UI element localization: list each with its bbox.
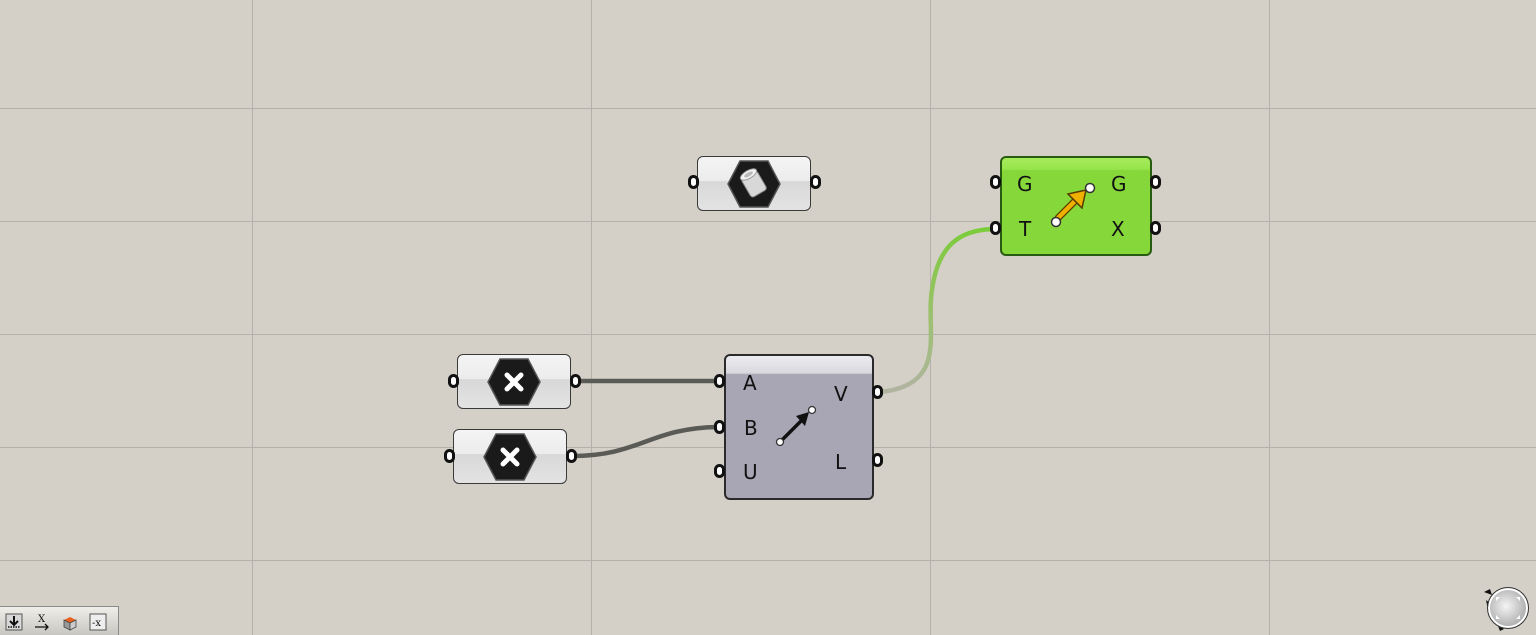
expression-x-arrow-icon: X xyxy=(35,614,49,631)
canvas-navigation-widget-icon xyxy=(1484,587,1529,631)
geometry-param-output-grip[interactable] xyxy=(810,175,821,189)
bake-button[interactable] xyxy=(4,612,24,632)
geometry-param-input-grip[interactable] xyxy=(688,175,699,189)
expression-button[interactable]: X xyxy=(32,612,52,632)
negate-x-icon: -x xyxy=(89,613,107,631)
grid-line xyxy=(0,334,1536,335)
move-input-t-grip[interactable] xyxy=(990,221,1001,235)
input-label-u: U xyxy=(743,460,758,484)
input-label-t: T xyxy=(1019,217,1032,241)
svg-text:-x: -x xyxy=(92,618,101,629)
input-label-b: B xyxy=(744,416,758,440)
number-param-b-output-grip[interactable] xyxy=(566,449,577,463)
geometry-param[interactable] xyxy=(697,156,811,211)
grid-line xyxy=(0,221,1536,222)
vector-input-u-grip[interactable] xyxy=(714,464,725,478)
input-label-a: A xyxy=(743,371,757,395)
preview-button[interactable] xyxy=(60,612,80,632)
move-component[interactable]: G T G X xyxy=(1000,156,1152,256)
preview-box-icon xyxy=(63,617,77,631)
move-output-x-grip[interactable] xyxy=(1150,221,1161,235)
output-label-g: G xyxy=(1111,172,1127,196)
grid-line xyxy=(1269,0,1270,635)
wire-numberB-to-vector xyxy=(571,424,719,459)
vector-input-a-grip[interactable] xyxy=(714,374,725,388)
grid-line xyxy=(930,0,931,635)
grid-line xyxy=(591,0,592,635)
move-input-g-grip[interactable] xyxy=(990,175,1001,189)
vector-output-v-grip[interactable] xyxy=(872,385,883,399)
number-x-icon xyxy=(483,433,537,481)
number-param-a[interactable] xyxy=(457,354,571,409)
canvas-toolbar: X -x xyxy=(0,606,119,635)
bake-download-icon xyxy=(5,613,23,631)
vector-2pt-component[interactable]: A B U V L xyxy=(724,354,874,500)
number-param-b-input-grip[interactable] xyxy=(444,449,455,463)
svg-text:X: X xyxy=(38,614,46,625)
wire-vector-to-move xyxy=(879,226,994,395)
output-label-l: L xyxy=(835,450,847,474)
number-param-a-input-grip[interactable] xyxy=(448,374,459,388)
move-output-g-grip[interactable] xyxy=(1150,175,1161,189)
number-x-icon xyxy=(487,358,541,406)
move-arrow-icon xyxy=(1050,182,1096,228)
output-label-v: V xyxy=(834,382,848,406)
grid-line xyxy=(252,0,253,635)
grid-line xyxy=(0,108,1536,109)
geometry-cylinder-icon xyxy=(727,160,781,208)
number-param-a-output-grip[interactable] xyxy=(570,374,581,388)
input-label-g: G xyxy=(1017,172,1033,196)
vector-input-b-grip[interactable] xyxy=(714,420,725,434)
vector-2pt-icon xyxy=(775,405,817,446)
output-label-x: X xyxy=(1111,217,1125,241)
grid-line xyxy=(0,560,1536,561)
vector-output-l-grip[interactable] xyxy=(872,453,883,467)
number-param-b[interactable] xyxy=(453,429,567,484)
negate-button[interactable]: -x xyxy=(88,612,108,632)
canvas-navigation-widget[interactable] xyxy=(1482,586,1530,631)
